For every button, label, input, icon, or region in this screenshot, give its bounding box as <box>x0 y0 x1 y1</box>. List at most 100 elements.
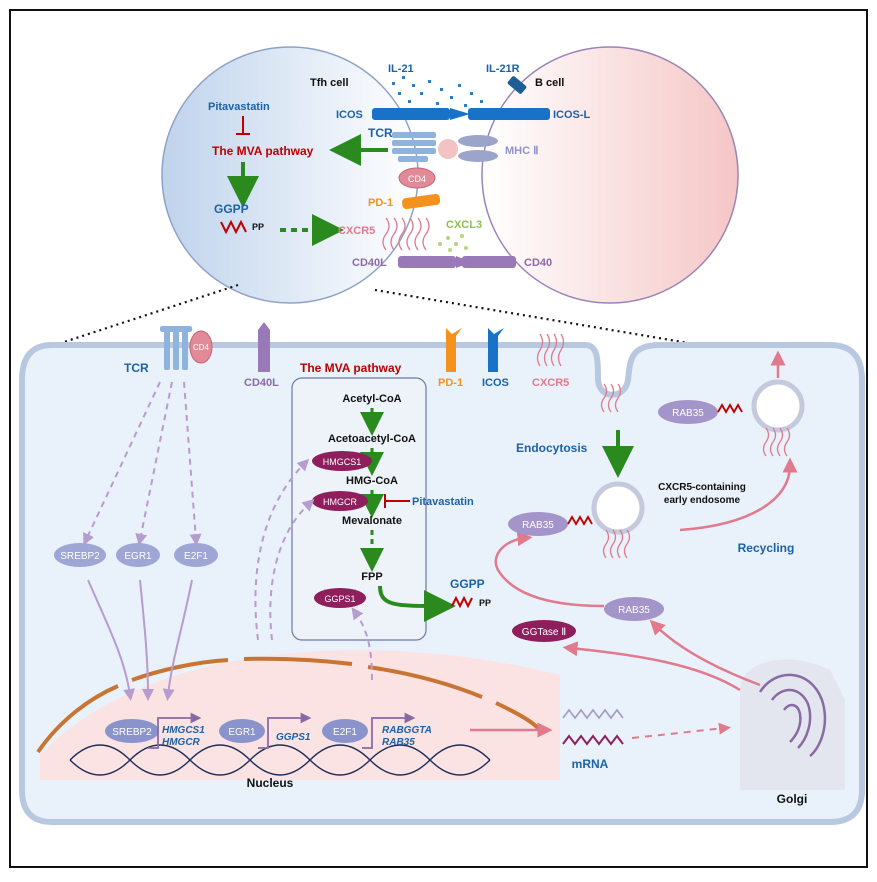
acetyl-coa: Acetyl-CoA <box>342 393 401 405</box>
pd1-label-bottom: PD-1 <box>438 377 463 389</box>
early-endosome <box>591 481 645 535</box>
nuclear-export-arrows <box>254 458 373 681</box>
egr1-tf <box>116 543 160 567</box>
ggpp-chain-top <box>220 219 247 235</box>
gene-rabggta: RABGGTA <box>382 725 432 736</box>
rab35-prenylation-arrow <box>494 531 605 608</box>
egr1-nuclear <box>219 719 265 743</box>
golgi-to-ggtase-arrow <box>562 641 741 692</box>
srebp2-tf <box>54 543 106 567</box>
cd4-label-top: CD4 <box>408 174 426 184</box>
cd4-label-bottom: CD4 <box>193 343 210 352</box>
tf-to-nucleus-arrows <box>87 579 193 701</box>
hmgcs1-enzyme <box>312 451 372 471</box>
hmg-coa: HMG-CoA <box>346 475 398 487</box>
il21-molecules <box>392 76 483 107</box>
icos-bottom <box>488 328 504 372</box>
pitavastatin-label-top: Pitavastatin <box>208 101 270 113</box>
rab35-endosome-label: RAB35 <box>522 520 554 531</box>
e2f1-nuclear-label: E2F1 <box>333 727 357 738</box>
tcr-signaling-arrows <box>83 381 202 546</box>
e2f1-promoter-arrow <box>362 712 416 749</box>
pd1-receptor-top <box>402 193 441 210</box>
ggps1-enzyme <box>314 588 366 608</box>
e2f1-nuclear <box>322 719 368 743</box>
il21-label: IL-21 <box>388 63 414 75</box>
rab35-endosome <box>508 512 568 536</box>
ggpp-pp-top: PP <box>252 222 264 232</box>
pd1-bottom <box>446 328 462 372</box>
tcr-label-bottom: TCR <box>124 361 149 375</box>
zoom-line-left <box>54 283 239 347</box>
nuclear-envelope <box>36 656 540 754</box>
early-endosome-label-2: early endosome <box>664 495 741 506</box>
gene-ggps1: GGPS1 <box>276 732 311 743</box>
il21r-label: IL-21R <box>486 63 520 75</box>
gene-hmgcr: HMGCR <box>162 737 201 748</box>
cxcl3-label: CXCL3 <box>446 219 482 231</box>
mhc2-label: MHC Ⅱ <box>505 145 539 157</box>
mrna-to-golgi-arrow <box>631 722 731 739</box>
golgi-to-rab35-arrow <box>649 619 761 687</box>
mrna-label: mRNA <box>572 757 609 771</box>
cd40-bar <box>462 256 516 268</box>
ggpp-chain-bottom <box>451 595 473 609</box>
hmgcr-label: HMGCR <box>323 497 357 507</box>
recycling-endosome <box>751 379 805 433</box>
cd40l-bottom <box>258 322 270 372</box>
ggtase2-label: GGTase Ⅱ <box>522 627 566 638</box>
gene-rab35: RAB35 <box>382 737 415 748</box>
cd40-label-top: CD40 <box>524 257 552 269</box>
cxcr5-receptor-top <box>382 217 430 251</box>
mrna-strand-2 <box>562 734 624 746</box>
icos-label-bottom: ICOS <box>482 377 509 389</box>
hmgcr-enzyme <box>312 491 368 511</box>
e2f1-tf-label: E2F1 <box>184 551 208 562</box>
golgi-label: Golgi <box>777 792 808 806</box>
early-endosome-label-1: CXCR5-containing <box>658 482 746 493</box>
il21r-receptor <box>507 76 527 94</box>
gene-hmgcs1: HMGCS1 <box>162 725 205 736</box>
mhc2-complex <box>458 135 498 162</box>
mrna-strand-1 <box>562 708 624 720</box>
icos-label: ICOS <box>336 109 363 121</box>
egr1-promoter-arrow <box>258 712 312 749</box>
icosl-bar <box>468 108 550 120</box>
pd1-label-top: PD-1 <box>368 197 393 209</box>
cxcr5-in-recycling-endosome <box>762 427 791 457</box>
rab35-recycling-lipid <box>717 403 743 414</box>
cxcr5-label-bottom: CXCR5 <box>532 377 569 389</box>
acetoacetyl-coa: Acetoacetyl-CoA <box>328 433 416 445</box>
rab35-recycling-label: RAB35 <box>672 408 704 419</box>
icosl-label: ICOS-L <box>553 109 591 121</box>
tcr-complex-top <box>392 132 458 162</box>
b-cell-label: B cell <box>535 77 564 89</box>
recycling-arrow <box>679 457 798 532</box>
endocytosis-label: Endocytosis <box>516 441 588 455</box>
egr1-nuclear-label: EGR1 <box>228 727 256 738</box>
ggpp-label-bottom: GGPP <box>450 577 485 591</box>
recycling-label: Recycling <box>738 541 795 555</box>
cd4-top <box>398 167 436 189</box>
fpp: FPP <box>361 571 382 583</box>
cxcr5-bottom-membrane <box>536 333 565 367</box>
ggtase2-enzyme <box>512 620 576 642</box>
hmgcs1-label: HMGCS1 <box>323 457 362 467</box>
egr1-tf-label: EGR1 <box>124 551 152 562</box>
e2f1-tf <box>174 543 218 567</box>
cd4-bottom <box>189 330 213 364</box>
tcr-complex-bottom <box>160 326 192 370</box>
cd40l-label-top: CD40L <box>352 257 387 269</box>
rab35-endosome-lipid <box>567 515 593 526</box>
ggpp-pp-bottom: PP <box>479 598 491 608</box>
mva-pathway-title: The MVA pathway <box>300 361 402 375</box>
rab35-free <box>604 597 664 621</box>
ggpp-label-top: GGPP <box>214 202 249 216</box>
tcr-label-top: TCR <box>368 126 393 140</box>
cxcl3-molecules <box>438 234 468 252</box>
srebp2-nuclear <box>105 719 159 743</box>
mva-pathway-box <box>291 377 427 641</box>
srebp2-promoter-arrow <box>148 712 202 749</box>
